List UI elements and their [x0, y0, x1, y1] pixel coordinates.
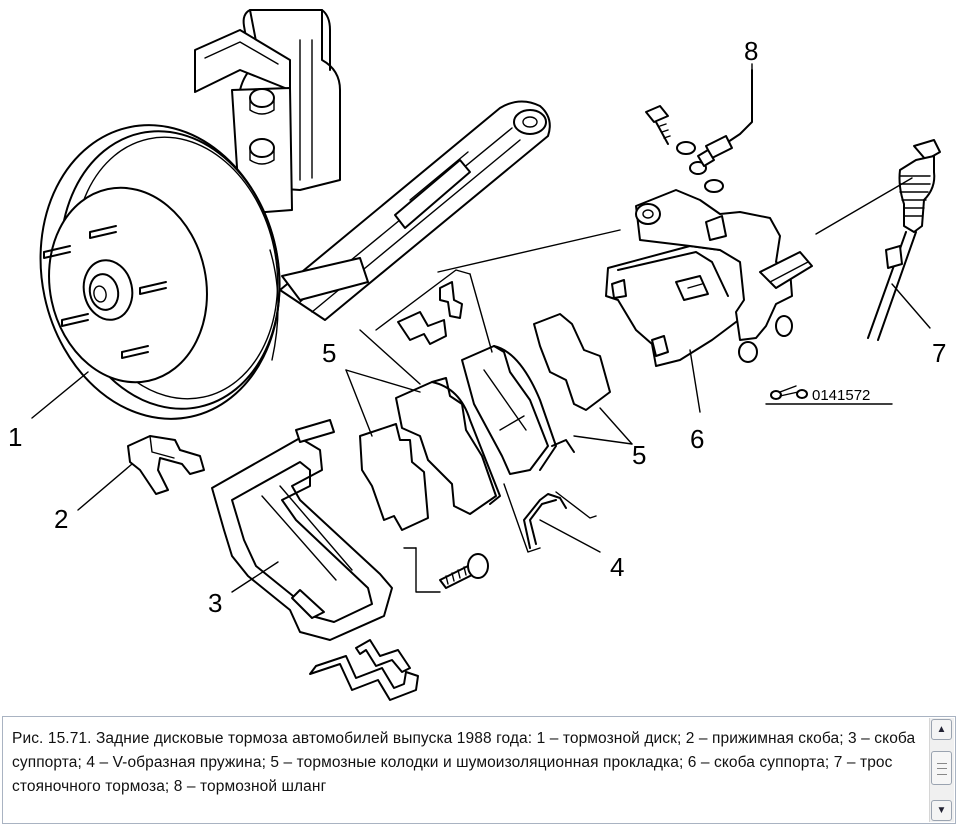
grip-icon	[937, 763, 947, 775]
label-5-right: 5	[632, 440, 646, 470]
label-5-left: 5	[322, 338, 336, 368]
anti-rattle-clip	[309, 639, 419, 701]
label-7: 7	[932, 338, 946, 368]
label-4: 4	[610, 552, 624, 582]
image-code: 0141572	[812, 387, 870, 404]
brake-pad-outer	[395, 377, 501, 515]
v-spring	[523, 439, 575, 549]
label-6: 6	[690, 424, 704, 454]
bracket-bolt	[403, 547, 489, 593]
label-1: 1	[8, 422, 22, 452]
hold-down-clip	[127, 435, 205, 495]
trailing-arm	[279, 100, 551, 321]
image-code-stamp: 0141572	[765, 385, 893, 405]
label-2: 2	[54, 504, 68, 534]
brake-shim-outer	[359, 423, 429, 531]
pad-spring-top	[397, 281, 463, 345]
scroll-down-icon[interactable]: ▼	[931, 800, 952, 821]
label-8: 8	[744, 36, 758, 66]
brake-disc	[39, 124, 281, 420]
leader-lines	[31, 63, 931, 593]
scroll-thumb[interactable]	[931, 751, 952, 785]
strut-assembly	[194, 9, 341, 215]
label-3: 3	[208, 588, 222, 618]
caption-scrollbar[interactable]: ▲ ▼	[929, 718, 954, 822]
caliper	[605, 105, 813, 367]
brake-shim-inner	[533, 313, 611, 411]
parking-brake-cable	[867, 139, 941, 341]
figure-caption: Рис. 15.71. Задние дисковые тормоза авто…	[12, 730, 916, 795]
caption-box[interactable]: Рис. 15.71. Задние дисковые тормоза авто…	[2, 716, 956, 824]
brake-hose	[697, 69, 753, 167]
exploded-diagram: 1 2 3 4 5 5 6 7 8 0141572	[8, 9, 946, 701]
brake-pad-inner	[461, 345, 557, 475]
scroll-up-icon[interactable]: ▲	[931, 719, 952, 740]
